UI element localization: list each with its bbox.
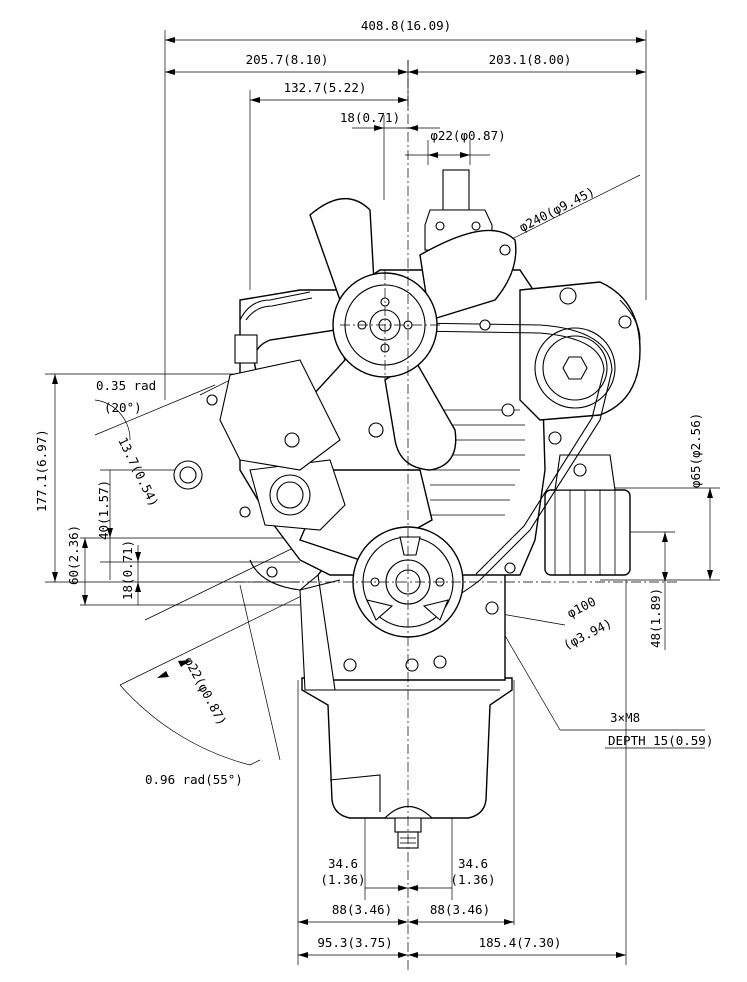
dim-88-right: 88(3.46) xyxy=(430,902,490,917)
bolts xyxy=(206,244,587,672)
dim-88-left: 88(3.46) xyxy=(332,902,392,917)
oil-pan xyxy=(301,677,513,819)
dim-34-6-right-in: (1.36) xyxy=(450,872,495,887)
dim-phi22-top: φ22(φ0.87) xyxy=(430,128,505,143)
dim-48: 48(1.89) xyxy=(648,588,663,648)
dim-right-width: 203.1(8.00) xyxy=(489,52,572,67)
dim-phi100-b: (φ3.94) xyxy=(561,615,615,652)
dim-18-left: 18(0.71) xyxy=(120,540,135,600)
alternator xyxy=(519,281,641,421)
engine-body xyxy=(173,169,641,849)
fuel-injection-pump xyxy=(219,334,341,471)
dim-left-width: 205.7(8.10) xyxy=(246,52,329,67)
dim-185-4: 185.4(7.30) xyxy=(479,935,562,950)
dim-34-6-left: 34.6 xyxy=(328,856,358,871)
dim-left-offset: 132.7(5.22) xyxy=(284,80,367,95)
dim-95-3: 95.3(3.75) xyxy=(317,935,392,950)
center-lines xyxy=(235,60,680,970)
dim-fan-diameter: φ240(φ9.45) xyxy=(517,184,598,235)
dim-34-6-right: 34.6 xyxy=(458,856,488,871)
dim-thread: 3×M8 xyxy=(610,710,640,725)
dim-angle-096: 0.96 rad(55°) xyxy=(145,772,243,787)
dim-depth: DEPTH 15(0.59) xyxy=(608,733,713,748)
dim-60: 60(2.36) xyxy=(66,525,81,585)
dim-13-7: 13.7(0.54) xyxy=(115,435,161,509)
dim-40: 40(1.57) xyxy=(96,480,111,540)
dim-overall-width: 408.8(16.09) xyxy=(361,18,451,33)
dim-angle-035-deg: (20°) xyxy=(104,400,142,415)
dim-phi65: φ65(φ2.56) xyxy=(688,413,703,488)
dim-34-6-left-in: (1.36) xyxy=(320,872,365,887)
dim-angle-035: 0.35 rad xyxy=(96,378,156,393)
dim-offset-18: 18(0.71) xyxy=(340,110,400,125)
dim-phi100-a: φ100 xyxy=(565,594,599,621)
drain-plug xyxy=(383,805,434,849)
oil-filter xyxy=(544,454,631,576)
fuel-pipe xyxy=(239,291,311,321)
dim-phi22-left: φ22(φ0.87) xyxy=(181,654,230,727)
lifting-eye xyxy=(173,460,203,490)
dim-177-1: 177.1(6.97) xyxy=(34,429,49,512)
